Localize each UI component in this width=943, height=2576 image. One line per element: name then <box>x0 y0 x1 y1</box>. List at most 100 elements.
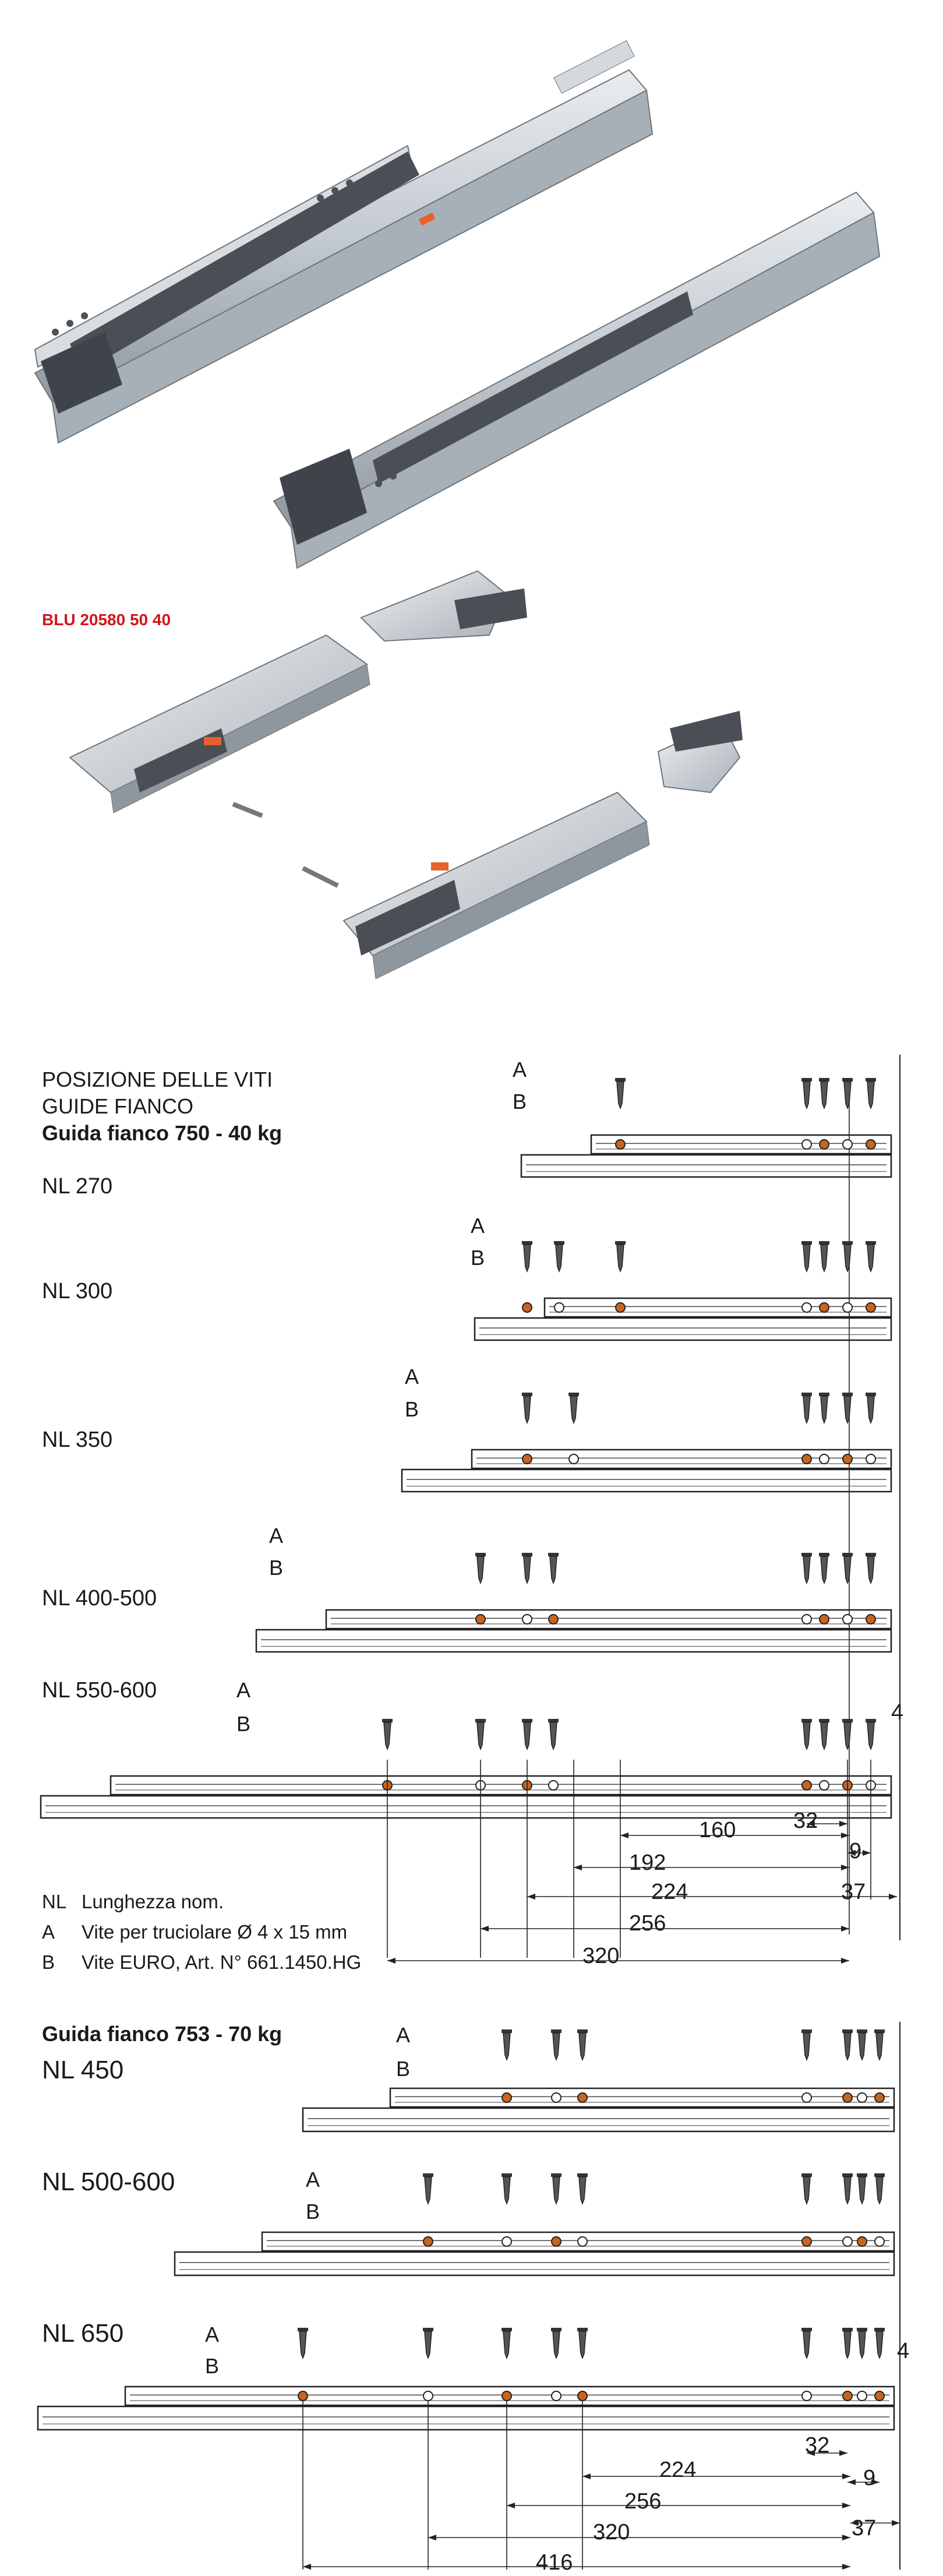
screw-icon <box>383 1722 391 1751</box>
screw-hole <box>842 2236 853 2247</box>
legend-text-nl: Lunghezza nom. <box>82 1891 224 1912</box>
screw-icon <box>523 1722 531 1751</box>
dim-160: 160 <box>699 1818 736 1842</box>
screw-icon <box>616 1244 624 1273</box>
arrow-icon <box>842 2535 850 2540</box>
screw-hole-filled <box>842 2092 853 2103</box>
legend-key-b: B <box>42 1951 55 1973</box>
screw-head <box>522 1241 532 1245</box>
screw-icon <box>803 2331 811 2360</box>
dim-320: 320 <box>593 2520 630 2545</box>
screw-hole-filled <box>615 1302 626 1313</box>
screw-hole-filled <box>866 1302 876 1313</box>
label-b: B <box>513 1090 527 1113</box>
screw-head <box>819 1241 829 1245</box>
nl-label: NL 270 <box>42 1174 113 1199</box>
screw-icon <box>555 1244 563 1273</box>
screw-hole-filled <box>842 2391 853 2401</box>
screw-head <box>501 2328 512 2331</box>
screw-head <box>568 1393 579 1396</box>
arrow-icon <box>839 2450 847 2456</box>
rail-outline <box>110 1775 892 1796</box>
screw-icon <box>476 1722 485 1751</box>
screw-hole <box>568 1454 579 1464</box>
screw-head <box>842 2173 853 2177</box>
screw-icon <box>843 1556 852 1585</box>
dim-416: 416 <box>536 2550 573 2575</box>
screw-hole-filled <box>866 1614 876 1624</box>
screw-hole <box>857 2092 867 2103</box>
screw-head <box>801 1393 812 1396</box>
screw-icon <box>552 2331 560 2360</box>
screw-hole <box>874 2236 885 2247</box>
screw-head <box>298 2328 308 2331</box>
screw-icon <box>552 2176 560 2205</box>
screw-head <box>842 1553 853 1556</box>
screw-icon <box>803 1556 811 1585</box>
arrow-icon <box>847 2479 856 2485</box>
arrow-icon <box>620 1833 628 1838</box>
arrow-icon <box>850 2520 859 2526</box>
nl-label: NL 300 <box>42 1279 113 1303</box>
screw-head <box>577 2029 588 2033</box>
screw-hole <box>801 2391 812 2401</box>
screw-icon <box>820 1556 828 1585</box>
screw-head <box>866 1241 876 1245</box>
arrow-icon <box>841 1926 849 1932</box>
product-illustration <box>34 40 881 979</box>
drawer-runner-left <box>34 40 654 444</box>
screw-head <box>842 1393 853 1396</box>
screw-head <box>801 1241 812 1245</box>
screw-icon <box>875 2032 884 2061</box>
label-a: A <box>236 1678 251 1702</box>
arrow-icon <box>847 1850 856 1856</box>
screw-head <box>615 1078 626 1081</box>
front-bracket-top <box>360 570 527 642</box>
dim-37: 37 <box>852 2516 877 2540</box>
screw-icon <box>867 1722 875 1751</box>
screw-head <box>551 2029 561 2033</box>
arrow-icon <box>842 2503 850 2508</box>
dim-256: 256 <box>629 1911 666 1936</box>
screw-hole-filled <box>819 1302 829 1313</box>
rail-outline <box>255 1629 892 1653</box>
rail-outline <box>471 1449 892 1470</box>
section1-title-line2: GUIDE FIANCO <box>42 1094 194 1118</box>
screw-head <box>874 2029 885 2033</box>
screw-head <box>819 1078 829 1081</box>
screw-hole-filled <box>866 1139 876 1150</box>
screw-hole <box>551 2391 561 2401</box>
screw-hole-filled <box>577 2391 588 2401</box>
screw-icon <box>578 2032 587 2061</box>
screw-icon <box>503 2176 511 2205</box>
screw-head <box>801 1719 812 1722</box>
screw-head <box>548 1553 559 1556</box>
screw-head <box>866 1393 876 1396</box>
dim-256: 256 <box>624 2489 662 2514</box>
arrow-icon <box>863 1850 871 1856</box>
nl-label: NL 450 <box>42 2056 124 2084</box>
screw-icon <box>843 2032 852 2061</box>
screw-head <box>501 2029 512 2033</box>
rail-outline <box>325 1609 892 1630</box>
screw-icon <box>820 1244 828 1273</box>
dim-37: 37 <box>841 1880 866 1904</box>
screw-icon <box>803 1081 811 1110</box>
rail-outline <box>174 2251 895 2277</box>
screw-hole <box>842 1139 853 1150</box>
label-a: A <box>269 1524 284 1548</box>
label-b: B <box>236 1712 251 1736</box>
screw-hole <box>522 1614 532 1624</box>
screw-head <box>801 2173 812 2177</box>
drawer-runner-right <box>273 191 881 569</box>
screw-icon <box>843 1081 852 1110</box>
screw-hole <box>819 1780 829 1791</box>
locking-device-top <box>69 634 370 818</box>
label-b: B <box>306 2200 320 2223</box>
screw-hole-filled <box>475 1614 486 1624</box>
screw-hole <box>801 1302 812 1313</box>
screw-hole <box>842 1302 853 1313</box>
label-a: A <box>205 2323 220 2346</box>
screw-hole-filled <box>423 2236 433 2247</box>
screw-hole <box>801 2092 812 2103</box>
